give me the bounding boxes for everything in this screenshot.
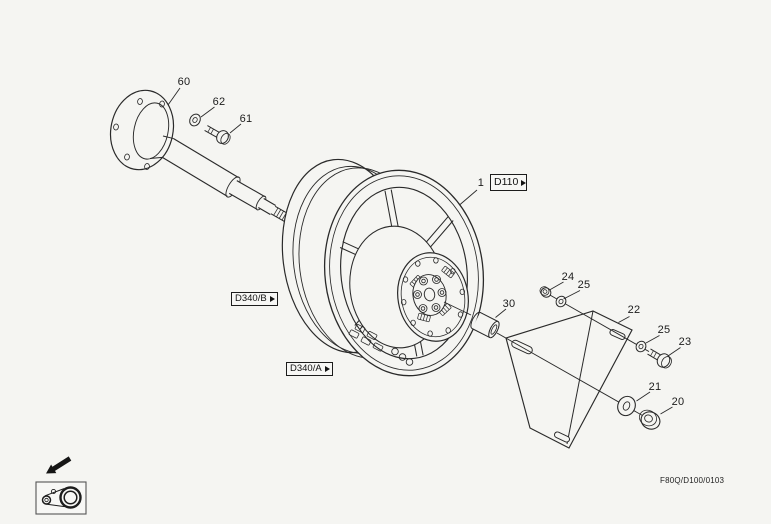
callout-20: 20 (671, 396, 685, 408)
ref-box-d340b-label: D340/B (235, 293, 267, 305)
drawing-code: F80Q/D100/0103 (660, 476, 725, 485)
washer-62-drawing (189, 113, 201, 127)
nut-24-drawing (539, 286, 552, 298)
callout-61: 61 (239, 113, 253, 125)
ref-arrow-icon (269, 296, 275, 302)
washer-25-right-drawing (635, 340, 647, 353)
callout-23: 23 (678, 336, 692, 348)
balance-weights (348, 324, 384, 352)
hub-studs (413, 275, 447, 313)
callout-62: 62 (212, 96, 226, 108)
bolt-23-drawing (647, 348, 672, 369)
ref-box-d110[interactable]: D110 (490, 174, 527, 191)
rim-holes (391, 347, 414, 366)
callout-1: 1 (477, 177, 485, 189)
flange-bolt-holes (113, 98, 165, 170)
axle-shaft-drawing (109, 89, 298, 225)
drive-assembly-thumbnail (35, 481, 87, 515)
ref-arrow-icon (521, 179, 527, 186)
hub-flange-holes (401, 257, 465, 337)
nut-20-drawing (639, 409, 661, 430)
direction-arrow-icon (46, 456, 72, 474)
bolt-61-drawing (204, 125, 231, 145)
ref-box-d340a[interactable]: D340/A (286, 362, 333, 376)
callout-25-right: 25 (657, 324, 671, 336)
wheel-drawing (281, 158, 485, 377)
callout-25-upper: 25 (577, 279, 591, 291)
ref-box-d110-label: D110 (494, 176, 519, 189)
ref-box-d340b[interactable]: D340/B (231, 292, 278, 306)
callout-24: 24 (561, 271, 575, 283)
washer-25-upper-drawing (555, 295, 567, 308)
washer-21-drawing (617, 395, 636, 417)
callout-21: 21 (648, 381, 662, 393)
ref-arrow-icon (324, 366, 330, 372)
callout-22: 22 (627, 304, 641, 316)
callout-30: 30 (502, 298, 516, 310)
callout-60: 60 (177, 76, 191, 88)
bushing-30-drawing (470, 311, 500, 339)
callout-leader-lines (167, 87, 681, 415)
hub-drawing (397, 252, 469, 342)
ref-box-d340a-label: D340/A (290, 363, 322, 375)
